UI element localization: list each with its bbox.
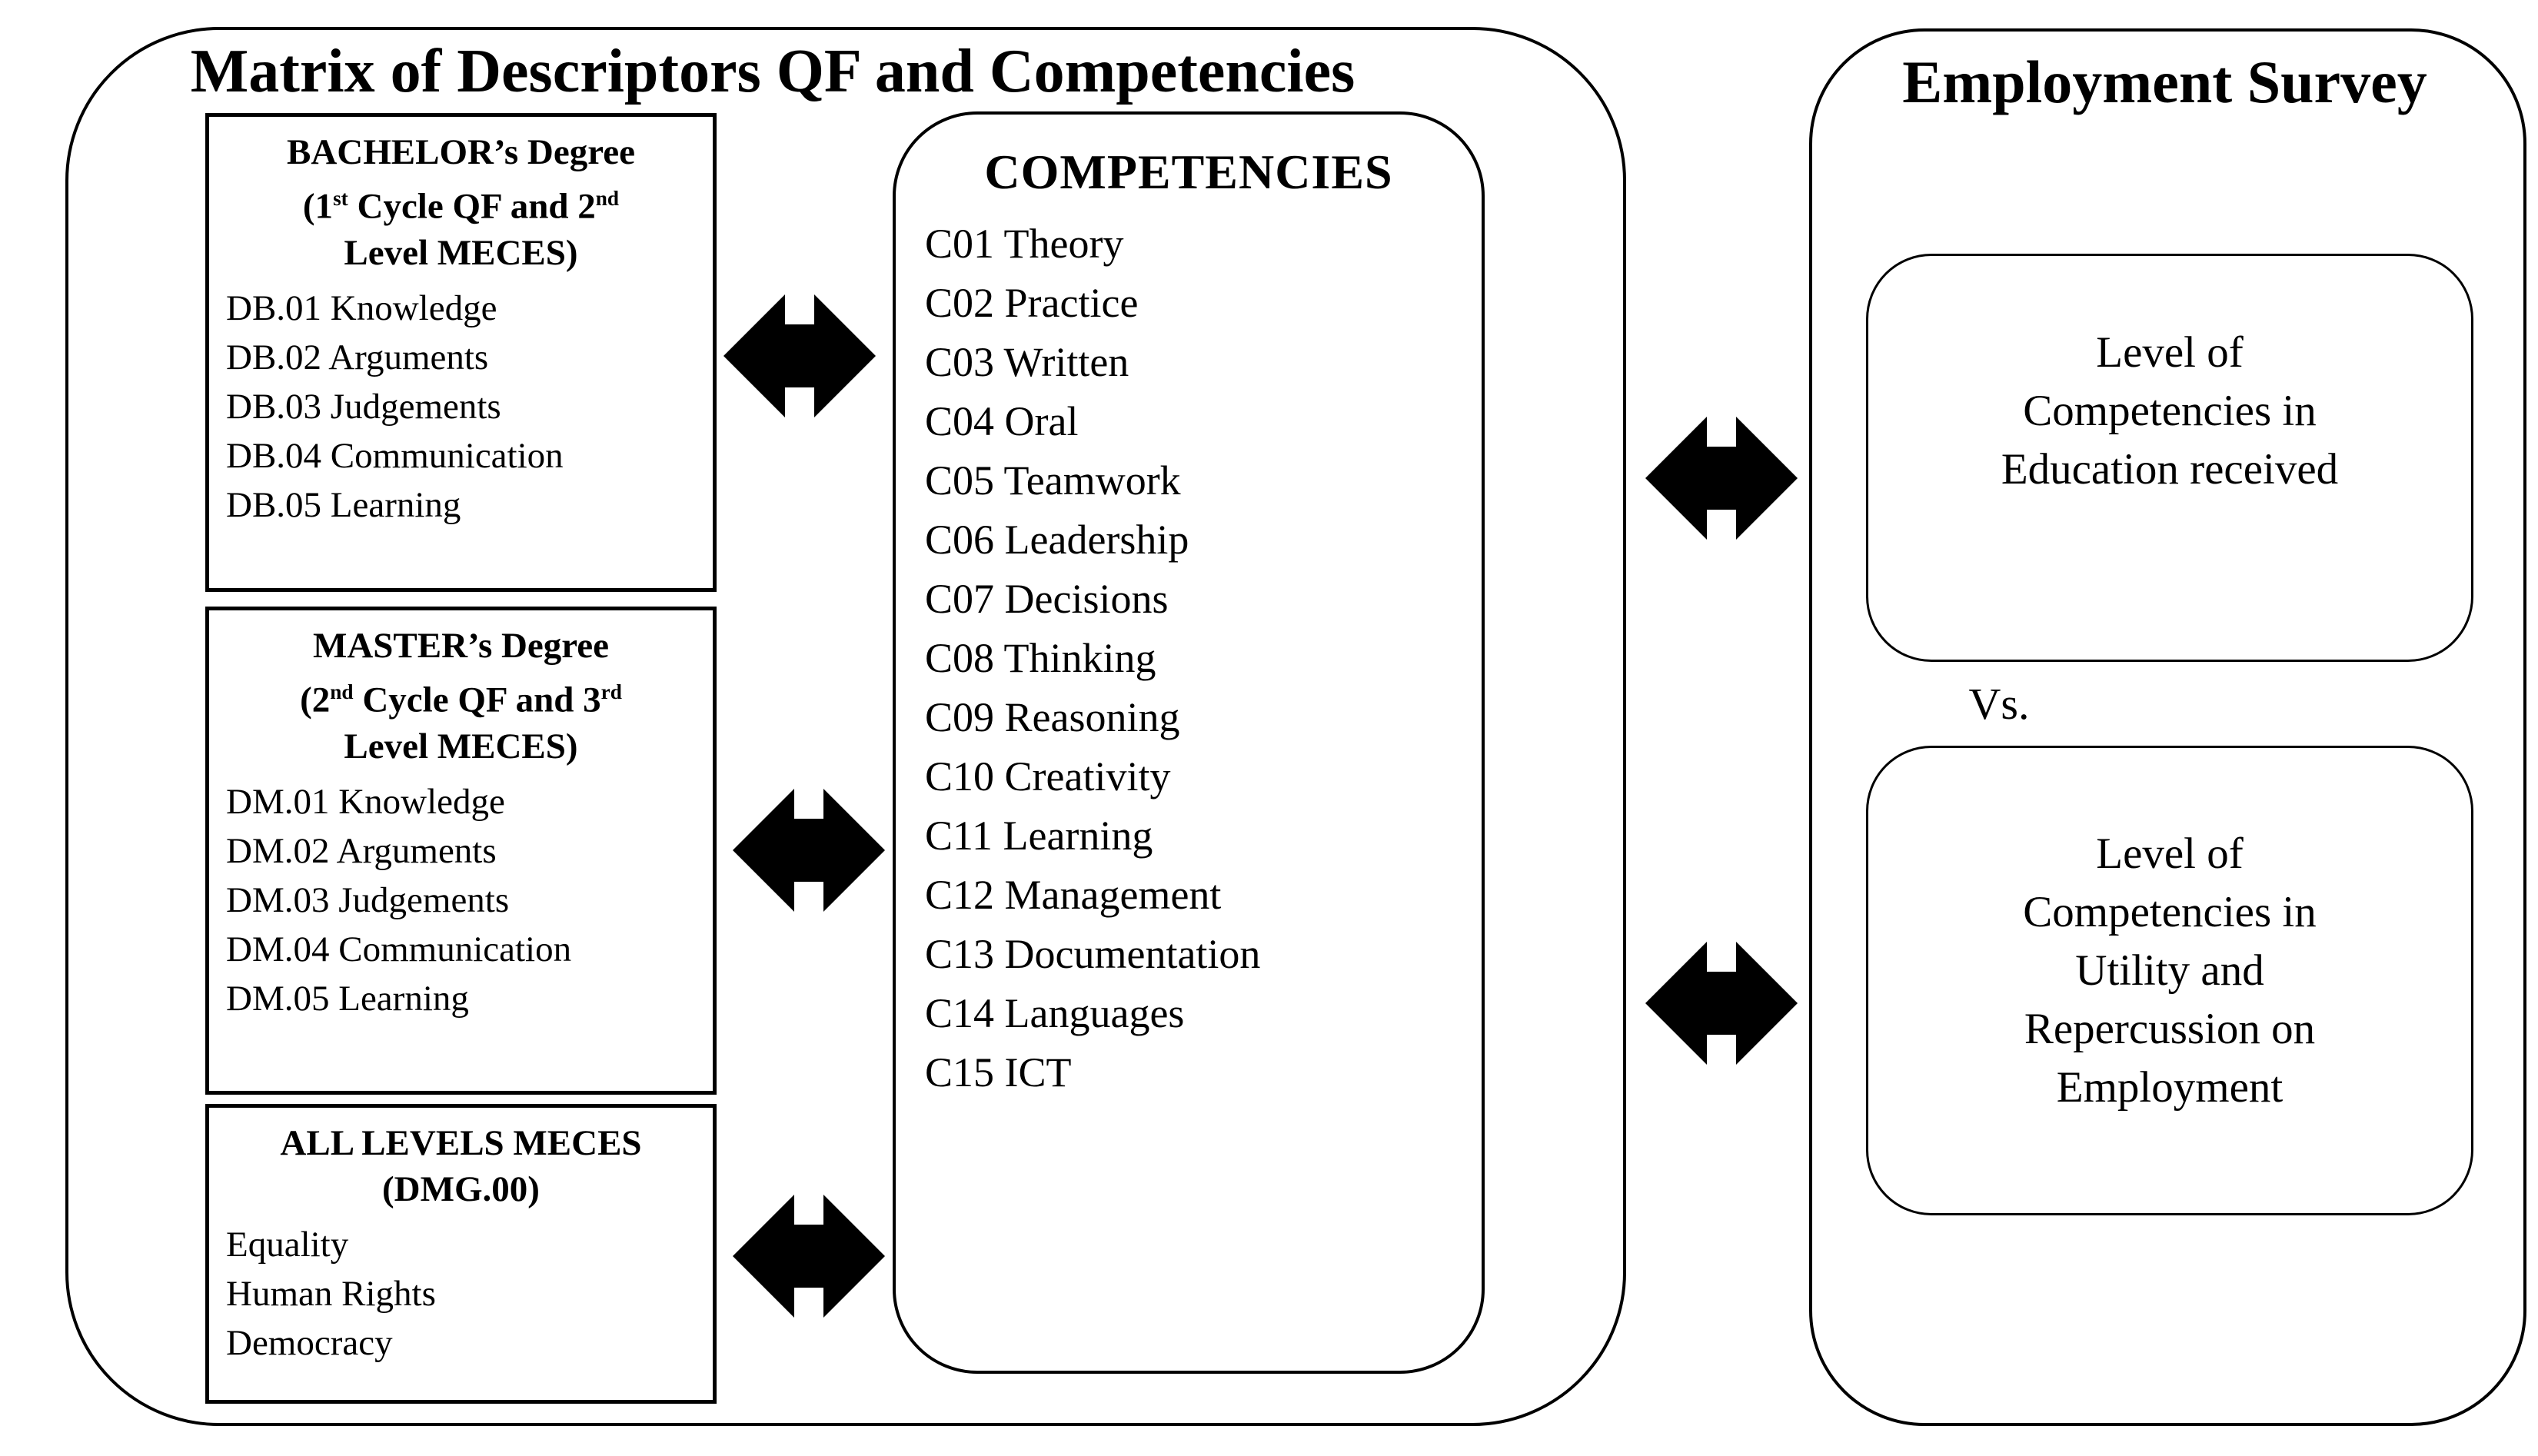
- list-item: Human Rights: [226, 1274, 436, 1314]
- list-item: C13 Documentation: [925, 931, 1261, 977]
- text-line: Level of: [2096, 829, 2244, 878]
- master-box-header: MASTER’s Degree (2nd Cycle QF and 3rd Le…: [209, 610, 713, 770]
- ordinal-superscript: nd: [330, 680, 354, 703]
- master-heading: MASTER’s Degree: [312, 626, 610, 666]
- ordinal-superscript: nd: [595, 187, 620, 210]
- double-arrow-icon: [733, 1195, 885, 1318]
- list-item: C06 Leadership: [925, 517, 1189, 563]
- text-line: Repercussion on: [2024, 1005, 2316, 1053]
- bachelor-degree-box: BACHELOR’s Degree (1st Cycle QF and 2nd …: [205, 113, 717, 592]
- cycle-text: Cycle QF and 2: [348, 186, 596, 227]
- cycle-text: (2: [300, 680, 331, 720]
- all-levels-subheading: (DMG.00): [382, 1169, 540, 1209]
- text-line: Competencies in: [2023, 387, 2317, 435]
- text-line: Employment: [2056, 1063, 2284, 1112]
- all-levels-list: Equality Human Rights Democracy: [209, 1212, 713, 1368]
- list-item: C11 Learning: [925, 813, 1153, 859]
- double-arrow-icon: [733, 789, 885, 912]
- list-item: DB.03 Judgements: [226, 386, 501, 427]
- list-item: C08 Thinking: [925, 635, 1156, 681]
- list-item: C14 Languages: [925, 990, 1185, 1036]
- list-item: DM.02 Arguments: [226, 830, 497, 871]
- bachelor-cycle-line: (1st Cycle QF and 2nd: [209, 175, 713, 230]
- list-item: C15 ICT: [925, 1049, 1072, 1095]
- matrix-panel-title: Matrix of Descriptors QF and Competencie…: [190, 38, 1355, 105]
- list-item: DM.03 Judgements: [226, 879, 510, 920]
- bachelor-descriptor-list: DB.01 Knowledge DB.02 Arguments DB.03 Ju…: [209, 276, 713, 530]
- list-item: DB.02 Arguments: [226, 337, 489, 377]
- employment-survey-title: Employment Survey: [1902, 48, 2427, 115]
- bachelor-cycle-end: Level MECES): [344, 232, 578, 273]
- ordinal-superscript: rd: [600, 680, 622, 703]
- list-item: C07 Decisions: [925, 576, 1169, 622]
- text-line: Utility and: [2075, 946, 2264, 995]
- all-levels-heading: ALL LEVELS MECES: [280, 1123, 642, 1163]
- list-item: C04 Oral: [925, 398, 1079, 444]
- list-item: C01 Theory: [925, 221, 1124, 267]
- list-item: C09 Reasoning: [925, 694, 1180, 740]
- list-item: DB.01 Knowledge: [226, 288, 497, 328]
- double-arrow-icon: [723, 294, 876, 417]
- competencies-heading: COMPETENCIES: [984, 145, 1393, 199]
- text-line: Competencies in: [2023, 888, 2317, 936]
- list-item: C03 Written: [925, 339, 1129, 385]
- education-box-text: Level of Competencies in Education recei…: [1868, 256, 2471, 499]
- list-item: C02 Practice: [925, 280, 1139, 326]
- text-line: Education received: [2001, 445, 2339, 494]
- list-item: DM.01 Knowledge: [226, 781, 505, 822]
- vs-label: Vs.: [1968, 679, 2030, 729]
- master-cycle-line: (2nd Cycle QF and 3rd: [209, 669, 713, 723]
- list-item: C05 Teamwork: [925, 457, 1181, 504]
- bachelor-box-header: BACHELOR’s Degree (1st Cycle QF and 2nd …: [209, 117, 713, 276]
- competencies-list: C01 Theory C02 Practice C03 Written C04 …: [896, 214, 1482, 1102]
- list-item: DB.05 Learning: [226, 484, 461, 525]
- list-item: C10 Creativity: [925, 753, 1171, 799]
- list-item: C12 Management: [925, 872, 1222, 918]
- double-arrow-icon: [1645, 942, 1798, 1065]
- all-levels-box-header: ALL LEVELS MECES (DMG.00): [209, 1108, 713, 1212]
- utility-box-text: Level of Competencies in Utility and Rep…: [1868, 748, 2471, 1117]
- list-item: DM.05 Learning: [226, 978, 469, 1019]
- bachelor-heading: BACHELOR’s Degree: [287, 132, 635, 172]
- list-item: DM.04 Communication: [226, 929, 572, 969]
- master-cycle-end: Level MECES): [344, 726, 578, 766]
- list-item: DB.04 Communication: [226, 435, 564, 476]
- master-degree-box: MASTER’s Degree (2nd Cycle QF and 3rd Le…: [205, 607, 717, 1095]
- education-competencies-box: Level of Competencies in Education recei…: [1866, 254, 2473, 662]
- master-descriptor-list: DM.01 Knowledge DM.02 Arguments DM.03 Ju…: [209, 770, 713, 1023]
- text-line: Level of: [2096, 328, 2244, 377]
- all-levels-meces-box: ALL LEVELS MECES (DMG.00) Equality Human…: [205, 1104, 717, 1404]
- double-arrow-icon: [1645, 417, 1798, 540]
- list-item: Democracy: [226, 1323, 393, 1363]
- ordinal-superscript: st: [333, 187, 348, 210]
- cycle-text: Cycle QF and 3: [353, 680, 601, 720]
- competencies-box: COMPETENCIES C01 Theory C02 Practice C03…: [893, 111, 1485, 1374]
- list-item: Equality: [226, 1225, 349, 1265]
- utility-repercussion-box: Level of Competencies in Utility and Rep…: [1866, 746, 2473, 1215]
- cycle-text: (1: [302, 186, 334, 227]
